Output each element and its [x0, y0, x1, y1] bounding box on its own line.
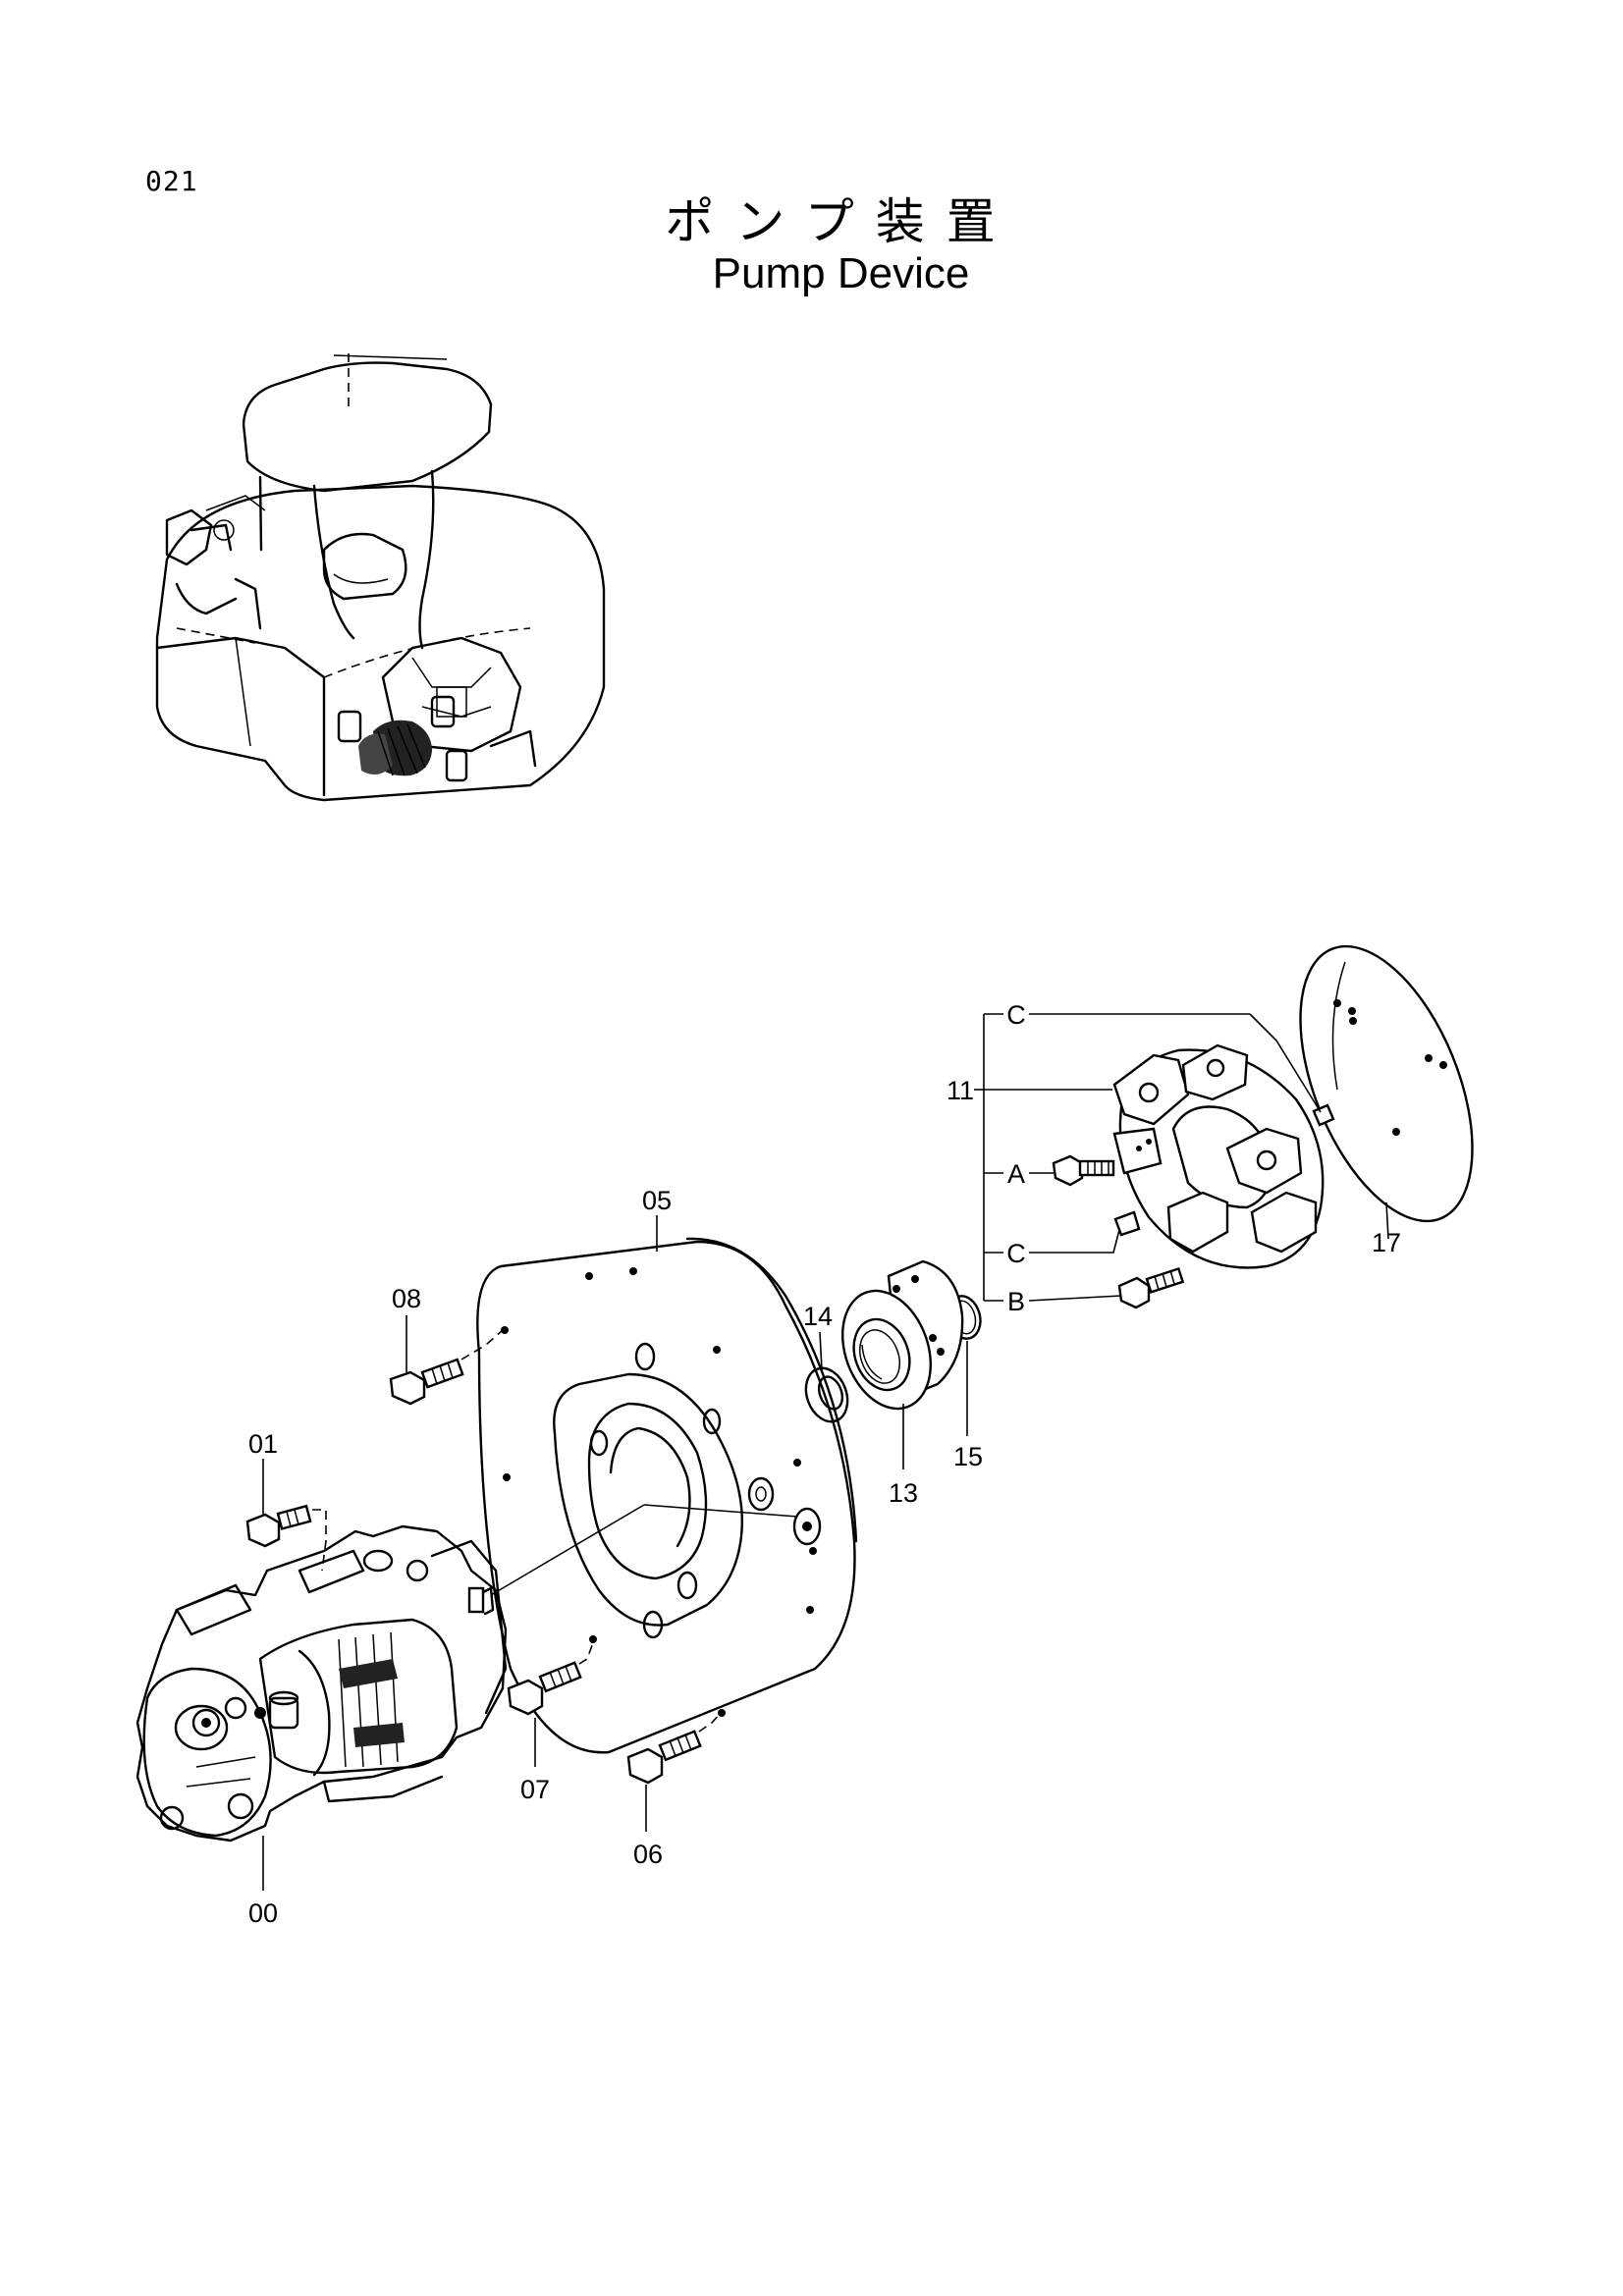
callout-08: 08	[392, 1284, 421, 1313]
callout-a: A	[1007, 1159, 1025, 1189]
part-14-washer	[804, 1366, 849, 1423]
callout-bracket-11	[974, 1013, 1322, 1302]
part-11-coupling	[1112, 1043, 1335, 1269]
part-01-bolt	[245, 1504, 312, 1548]
callout-c-upper: C	[1006, 1000, 1026, 1030]
callout-14: 14	[803, 1302, 833, 1331]
callout-b: B	[1007, 1287, 1025, 1316]
part-08-bolt	[389, 1358, 464, 1406]
callout-labels: 00 01 05 06 07 08 11 13 14 15 17 C A C B	[248, 1000, 1401, 1928]
callout-11: 11	[947, 1076, 974, 1105]
part-06-bolt	[626, 1730, 702, 1785]
bolt-b	[1117, 1266, 1185, 1309]
callout-01: 01	[248, 1429, 278, 1459]
callout-00: 00	[248, 1898, 278, 1928]
callout-07: 07	[520, 1775, 550, 1804]
page-number: 021	[145, 165, 198, 197]
callout-17: 17	[1372, 1228, 1401, 1257]
part-07-bolt	[507, 1661, 582, 1716]
machine-location-illustration	[155, 353, 606, 802]
callout-13: 13	[889, 1478, 918, 1508]
callout-05: 05	[642, 1186, 672, 1215]
callout-c-lower: C	[1006, 1239, 1026, 1268]
callout-15: 15	[953, 1442, 983, 1471]
bolt-a	[1052, 1154, 1115, 1187]
callout-06: 06	[633, 1840, 663, 1869]
part-13-hub	[840, 1259, 964, 1411]
page-title-english: Pump Device	[712, 249, 970, 297]
part-00-hydraulic-pump	[135, 1524, 508, 1842]
collar-c	[1113, 1210, 1141, 1237]
part-05-flange	[476, 1237, 858, 1754]
page-title-japanese: ポンプ装置	[665, 193, 1017, 250]
